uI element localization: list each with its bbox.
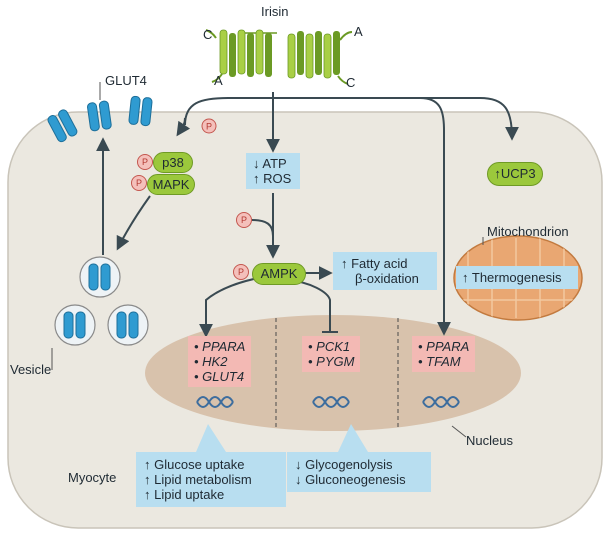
phosphate-icon: P <box>201 118 217 134</box>
fatty-acid-line: ↑ Fatty acid <box>341 256 408 271</box>
arrow-to-p38 <box>176 117 191 137</box>
mapk-node: MAPK <box>147 174 195 195</box>
atp-line: ↓ ATP <box>253 156 287 171</box>
gene-glut4: • GLUT4 <box>194 369 245 384</box>
arrow-to-nucleus-right <box>419 97 451 336</box>
callout-mid <box>338 424 368 452</box>
effect-glucose-uptake: ↑ Glucose uptake <box>144 457 245 472</box>
effect-lipid-metabolism: ↑ Lipid metabolism <box>144 472 252 487</box>
genes-mid-box: • PCK1 • PYGM <box>302 336 361 372</box>
irisin-terminus-a-right: A <box>354 24 363 39</box>
phosphate-icon-p38: P <box>137 154 153 170</box>
irisin-icon <box>205 29 353 85</box>
thermogenesis-box: ↑ Thermogenesis <box>456 266 578 289</box>
ucp3-node: ↑UCP3 <box>487 162 543 186</box>
gene-tfam: • TFAM <box>418 354 461 369</box>
effects-left-box: ↑ Glucose uptake ↑ Lipid metabolism ↑ Li… <box>136 452 286 507</box>
p38-node: p38 <box>153 152 193 173</box>
fatty-acid-box: ↑ Fatty acid β-oxidation <box>333 252 437 290</box>
vesicle-label: Vesicle <box>10 362 52 377</box>
myocyte-label: Myocyte <box>68 470 117 485</box>
gene-pygm: • PYGM <box>308 354 355 369</box>
arrow-phospho-ampk <box>251 219 274 237</box>
glut4-label: GLUT4 <box>105 73 147 88</box>
phosphate-icon-mapk: P <box>131 175 147 191</box>
effects-mid-box: ↓ Glycogenolysis ↓ Gluconeogenesis <box>287 452 431 492</box>
arrow-to-nucleus-left <box>199 277 259 338</box>
irisin-terminus-c-right: C <box>346 75 356 90</box>
genes-right-box: • PPARA • TFAM <box>412 336 476 372</box>
ros-line: ↑ ROS <box>253 171 292 186</box>
irisin-terminus-a-left: A <box>214 73 223 88</box>
irisin-terminus-c-left: C <box>203 27 213 42</box>
beta-oxidation-line: β-oxidation <box>355 271 419 286</box>
gene-hk2: • HK2 <box>194 354 228 369</box>
gene-pck1: • PCK1 <box>308 339 351 354</box>
effect-lipid-uptake: ↑ Lipid uptake <box>144 487 225 502</box>
nucleus-leader <box>451 425 467 438</box>
ampk-node: AMPK <box>252 263 306 285</box>
gene-ppara-right: • PPARA <box>418 339 470 354</box>
arrow-to-vesicles <box>116 195 151 251</box>
dna-helix-icon <box>196 396 460 408</box>
phosphate-icon-incoming: P <box>236 212 252 228</box>
atp-ros-box: ↓ ATP ↑ ROS <box>246 153 300 189</box>
glut4-transporter-icon <box>47 95 153 143</box>
phosphate-icon-ampk: P <box>233 264 249 280</box>
svg-text:P: P <box>206 122 212 132</box>
vesicle-icon <box>54 256 149 346</box>
genes-left-box: • PPARA • HK2 • GLUT4 <box>188 336 252 387</box>
gene-ppara: • PPARA <box>194 339 246 354</box>
effect-glycogenolysis: ↓ Glycogenolysis <box>295 457 393 472</box>
nucleus-label: Nucleus <box>466 433 513 448</box>
mitochondrion-label: Mitochondrion <box>487 224 569 239</box>
irisin-label: Irisin <box>261 4 289 19</box>
callout-left <box>196 424 226 452</box>
effect-gluconeogenesis: ↓ Gluconeogenesis <box>295 472 406 487</box>
arrow-to-ucp3 <box>184 97 519 141</box>
